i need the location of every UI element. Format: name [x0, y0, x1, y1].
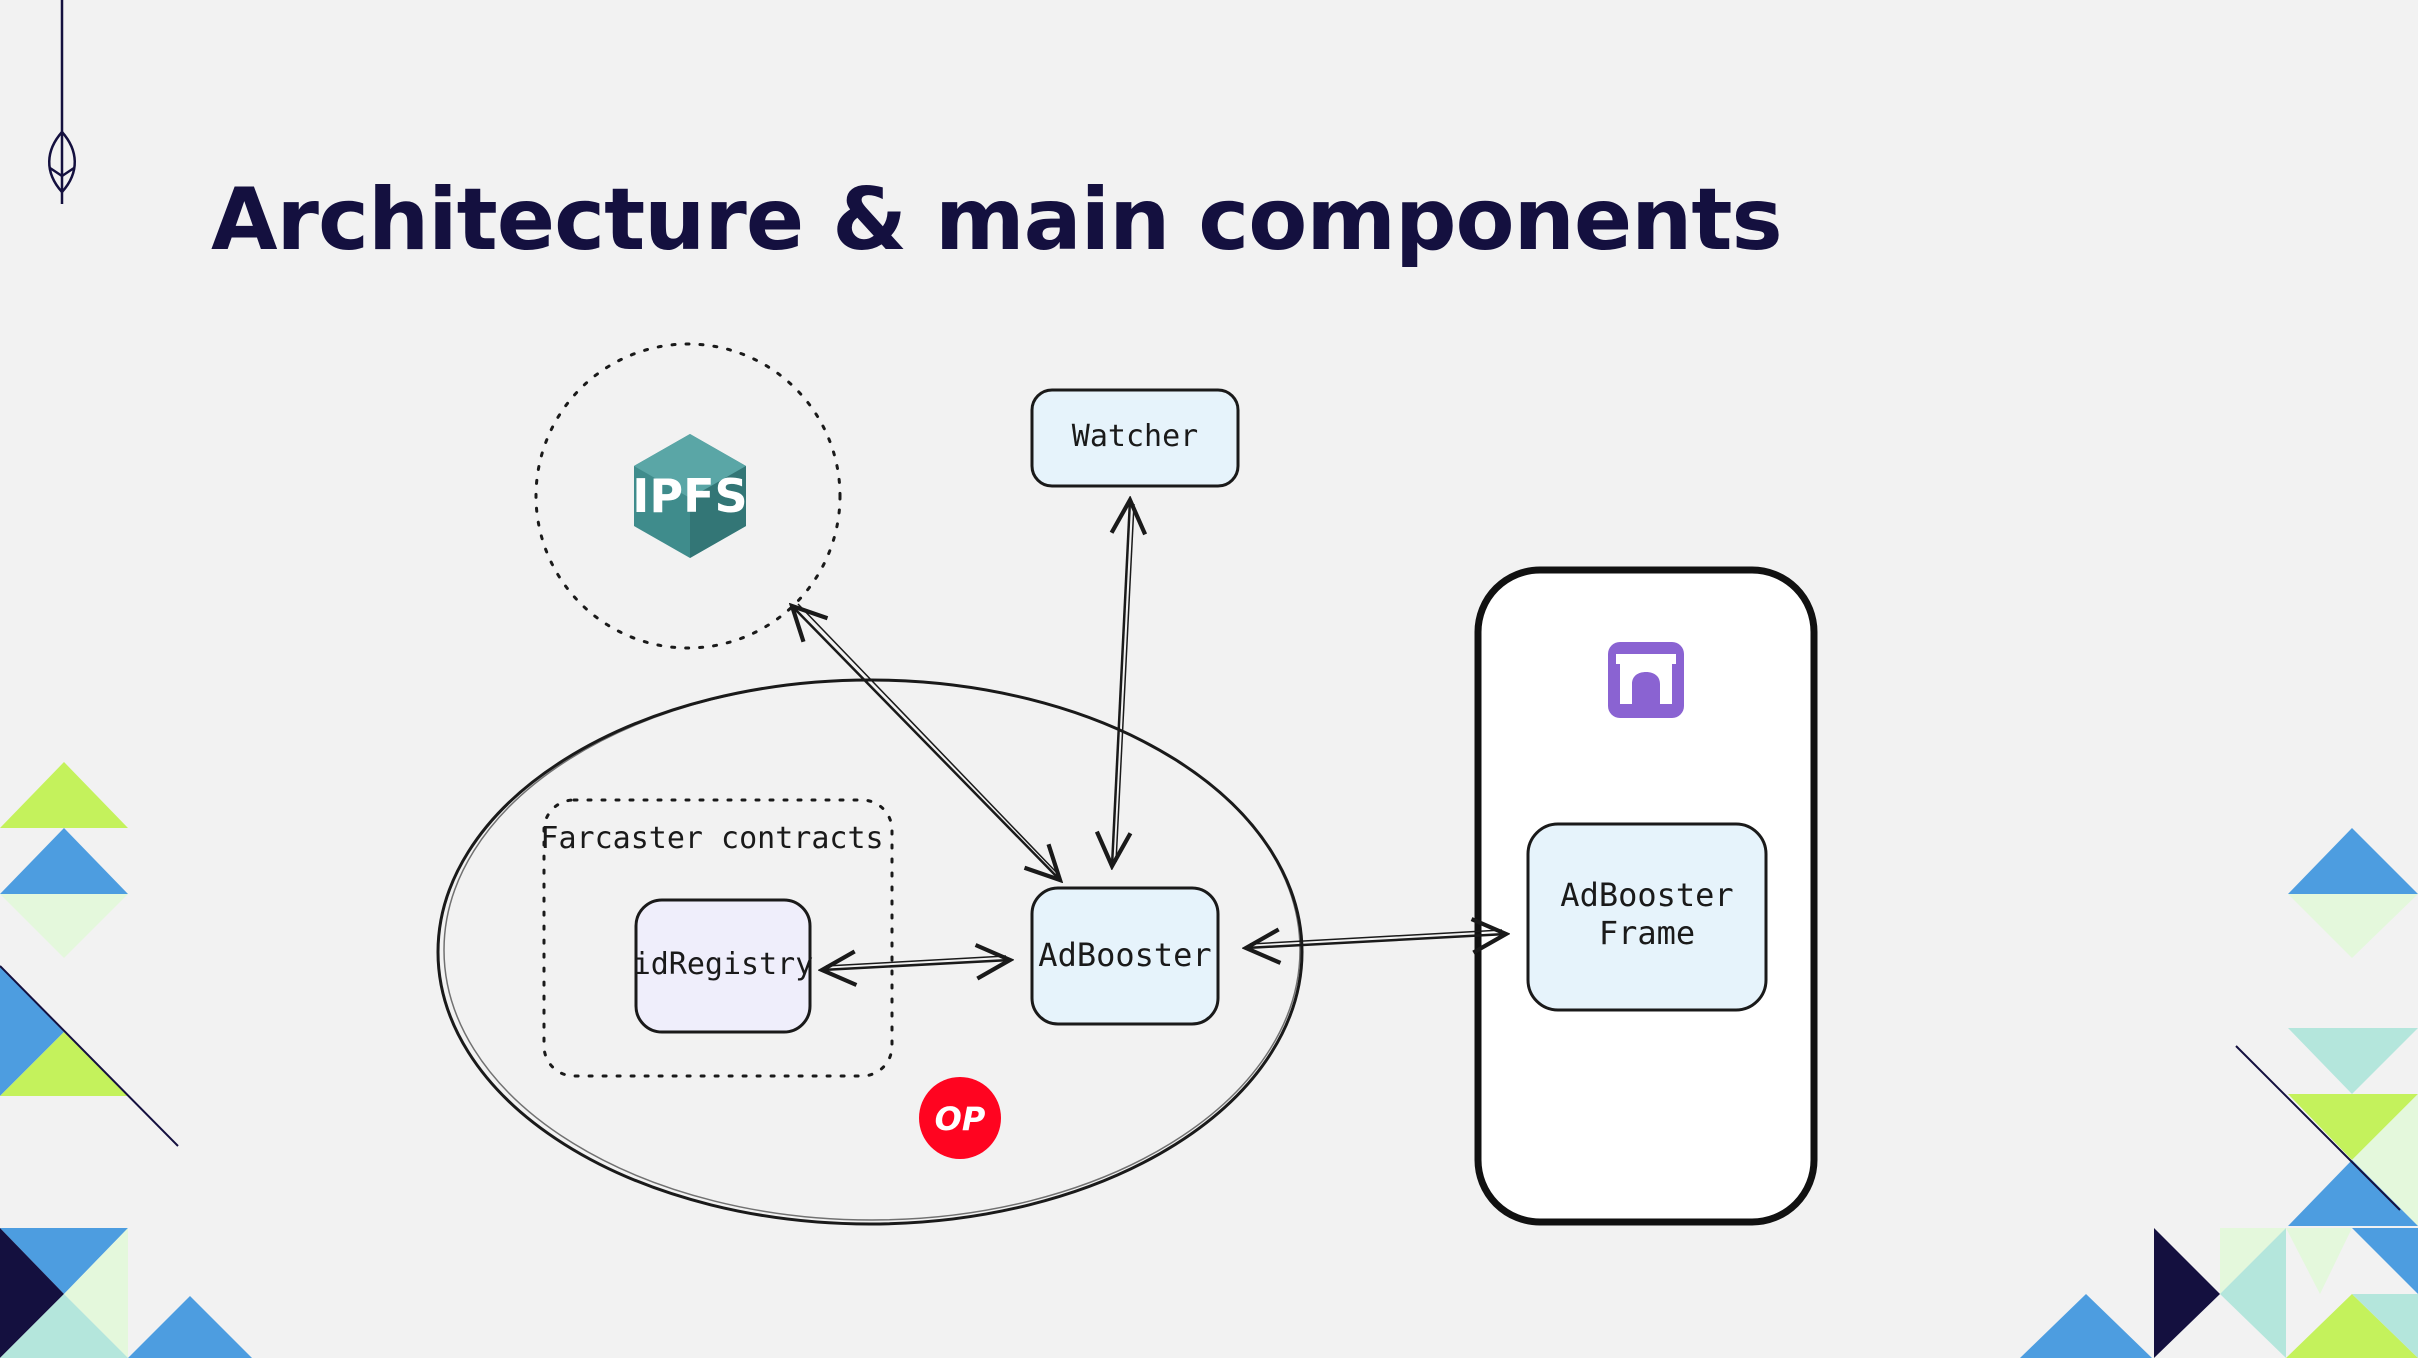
adbooster-frame-node[interactable]: [1526, 822, 1768, 1012]
id-registry-node[interactable]: [634, 898, 812, 1034]
watcher-node[interactable]: [1030, 388, 1240, 488]
optimism-logo-icon: [919, 1077, 1001, 1159]
slide-title: Architecture & main components: [211, 170, 1783, 270]
ipfs-boundary: [534, 342, 842, 650]
edge-watcher-adbooster-sketch: [1115, 503, 1135, 863]
warpcast-arch-icon: [1608, 642, 1684, 718]
adbooster-frame-label-line2: Frame: [1599, 914, 1695, 952]
edge-registry-adbooster: [822, 960, 1010, 970]
edge-ipfs-adbooster-sketch: [797, 603, 1059, 875]
edge-watcher-adbooster: [1112, 500, 1130, 866]
leaf-icon: [48, 0, 76, 204]
adbooster-frame-label-line1: AdBooster: [1560, 876, 1733, 914]
adbooster-node[interactable]: [1030, 886, 1220, 1026]
ipfs-logo-text: IPFS: [632, 469, 747, 523]
ipfs-cube-icon: [634, 434, 746, 558]
adbooster-label: AdBooster: [1038, 936, 1211, 974]
id-registry-label: idRegistry: [633, 947, 814, 982]
farcaster-contracts-label: Farcaster contracts: [540, 821, 883, 856]
edge-registry-adbooster-sketch: [825, 955, 1007, 967]
left-corner-decoration: [0, 762, 252, 1358]
edge-ipfs-adbooster: [792, 606, 1060, 880]
farcaster-contracts-group: [542, 798, 894, 1078]
connections: [792, 500, 1506, 970]
edge-adbooster-frame: [1246, 934, 1506, 948]
watcher-label: Watcher: [1072, 419, 1198, 454]
optimism-logo-text: OP: [935, 1100, 986, 1138]
edge-adbooster-frame-sketch: [1249, 929, 1503, 945]
right-corner-decoration: [2020, 828, 2418, 1358]
